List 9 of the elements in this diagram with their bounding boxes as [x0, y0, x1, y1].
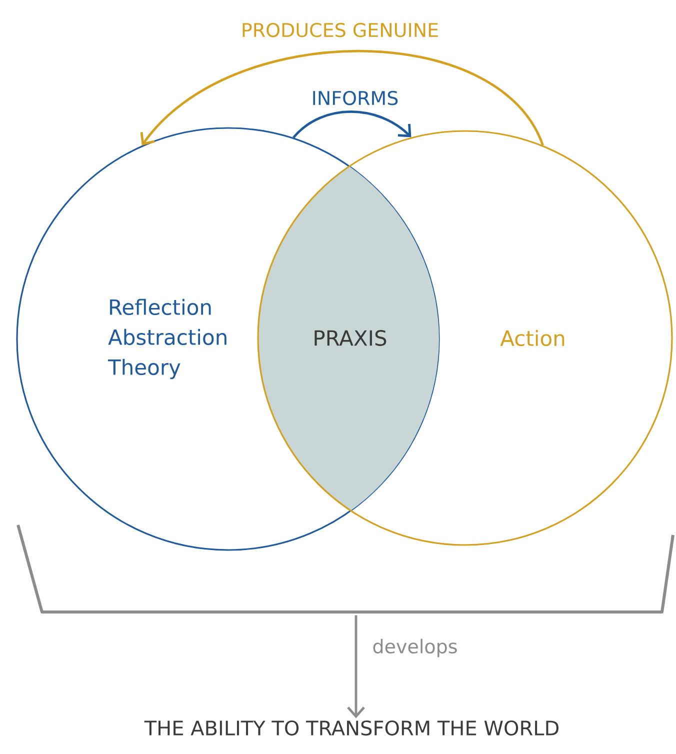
result-text: THE ABILITY TO TRANSFORM THE WORLD	[144, 720, 558, 736]
edge-label: PRODUCES GENUINE	[242, 22, 438, 38]
arrow	[347, 615, 365, 718]
bracket	[16, 524, 674, 614]
lens: PRAXIS	[258, 166, 439, 512]
arrow	[140, 50, 544, 146]
edge-label: develops	[373, 638, 457, 658]
arrow	[292, 110, 412, 138]
edge-label: INFORMS	[313, 90, 398, 106]
